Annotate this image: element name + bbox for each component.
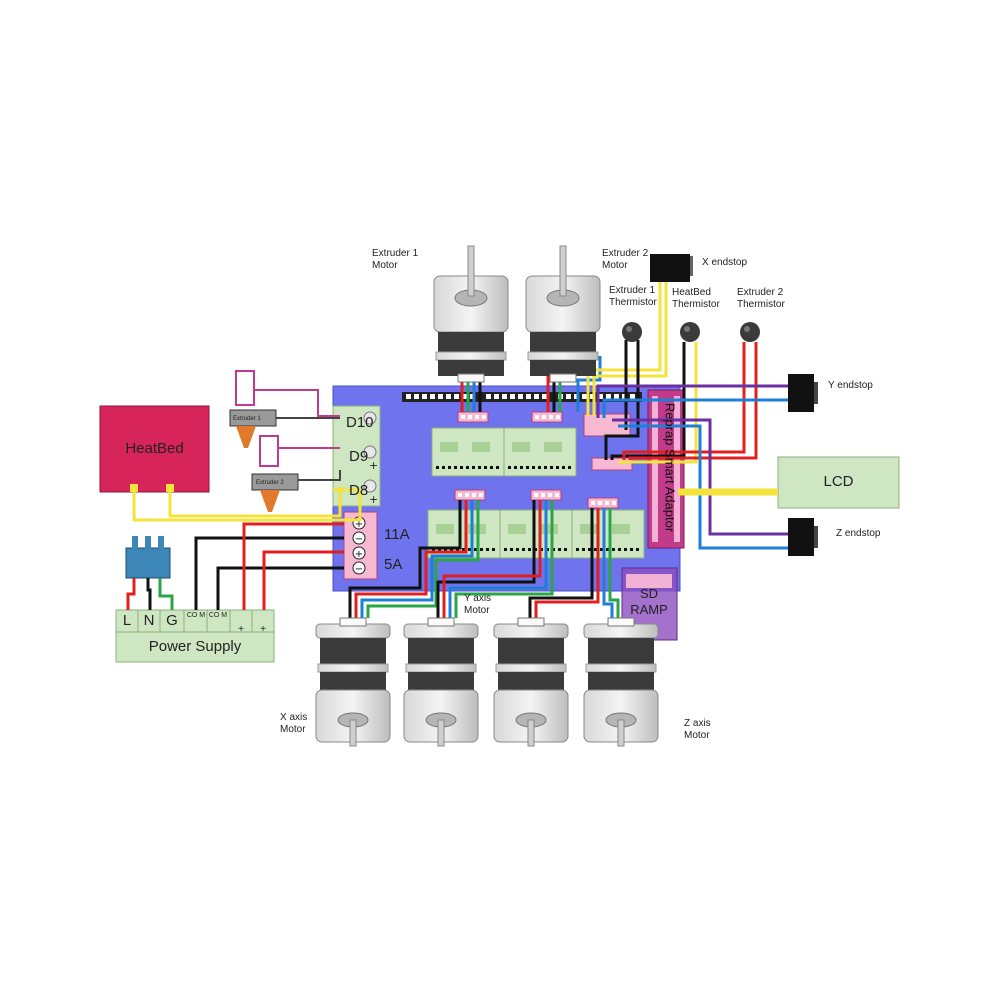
x-endstop xyxy=(650,254,693,282)
y-endstop-label: Y endstop xyxy=(828,380,873,391)
d8-label: D8 xyxy=(349,482,369,499)
psu-l-label: L xyxy=(122,612,132,629)
power-plug xyxy=(125,547,171,579)
x-endstop-label: X endstop xyxy=(702,257,748,268)
extruder-2-motor xyxy=(525,245,601,383)
extruder-2-heater xyxy=(251,435,299,512)
y-axis-motor-label: Y axis Motor xyxy=(464,593,492,616)
lcd xyxy=(777,456,900,509)
svg-text:+: + xyxy=(355,519,363,530)
ramp-label: RAMP xyxy=(630,602,668,617)
heatbed-label: HeatBed xyxy=(125,440,184,457)
extruder1-small-label: Extruder 1 xyxy=(233,416,261,422)
psu-com1-label: CO M xyxy=(186,612,206,619)
z-endstop xyxy=(788,518,818,556)
y-axis-motor xyxy=(403,617,479,747)
psu-com2-label: CO M xyxy=(208,612,228,619)
driver-z xyxy=(571,509,645,559)
svg-text:−: − xyxy=(355,564,363,575)
psu-plus1-label: + xyxy=(238,624,244,635)
extruder-1-motor xyxy=(433,245,509,383)
lcd-label: LCD xyxy=(823,473,854,490)
d10-label: D10 xyxy=(346,414,374,431)
adaptor-label: Reprap Smart Adaptor xyxy=(662,402,678,533)
sd-label: SD xyxy=(639,586,659,601)
driver-y xyxy=(499,509,573,559)
driver-extruder-1 xyxy=(431,427,505,477)
power-supply-label: Power Supply xyxy=(148,638,242,655)
z-axis-motor-label: Z axis Motor xyxy=(684,718,711,741)
psu-n-label: N xyxy=(143,612,155,629)
psu-g-label: G xyxy=(166,612,178,629)
svg-text:+: + xyxy=(369,459,378,472)
driver-extruder-2 xyxy=(503,427,577,477)
power-supply xyxy=(115,609,275,663)
z-endstop-label: Z endstop xyxy=(836,528,881,539)
extruder2-small-label: Extruder 2 xyxy=(256,480,284,486)
11a-label: 11A xyxy=(384,526,410,543)
extruder1-thermistor-label: Extruder 1 Thermistor xyxy=(609,285,657,308)
extruder2-motor-label: Extruder 2 Motor xyxy=(602,248,649,271)
extruder-1-heater xyxy=(229,370,277,448)
extruder2-thermistor-label: Extruder 2 Thermistor xyxy=(737,287,785,310)
motor-3 xyxy=(493,617,569,747)
z-axis-motor xyxy=(583,617,659,747)
extruder-2-thermistor xyxy=(740,322,760,342)
svg-text:+: + xyxy=(355,549,363,560)
svg-text:+: + xyxy=(369,493,378,506)
extruder1-motor-label: Extruder 1 Motor xyxy=(372,248,419,271)
heatbed xyxy=(99,405,210,493)
heatbed-thermistor xyxy=(680,322,700,342)
heatbed-thermistor-label: HeatBed Thermistor xyxy=(672,287,720,310)
y-endstop xyxy=(788,374,818,412)
5a-label: 5A xyxy=(384,556,403,573)
psu-plus2-label: + xyxy=(260,624,266,635)
x-axis-motor-label: X axis Motor xyxy=(280,712,308,735)
extruder-1-thermistor xyxy=(622,322,642,342)
svg-text:−: − xyxy=(355,534,363,545)
x-axis-motor xyxy=(315,617,391,747)
d9-label: D9 xyxy=(349,448,369,465)
